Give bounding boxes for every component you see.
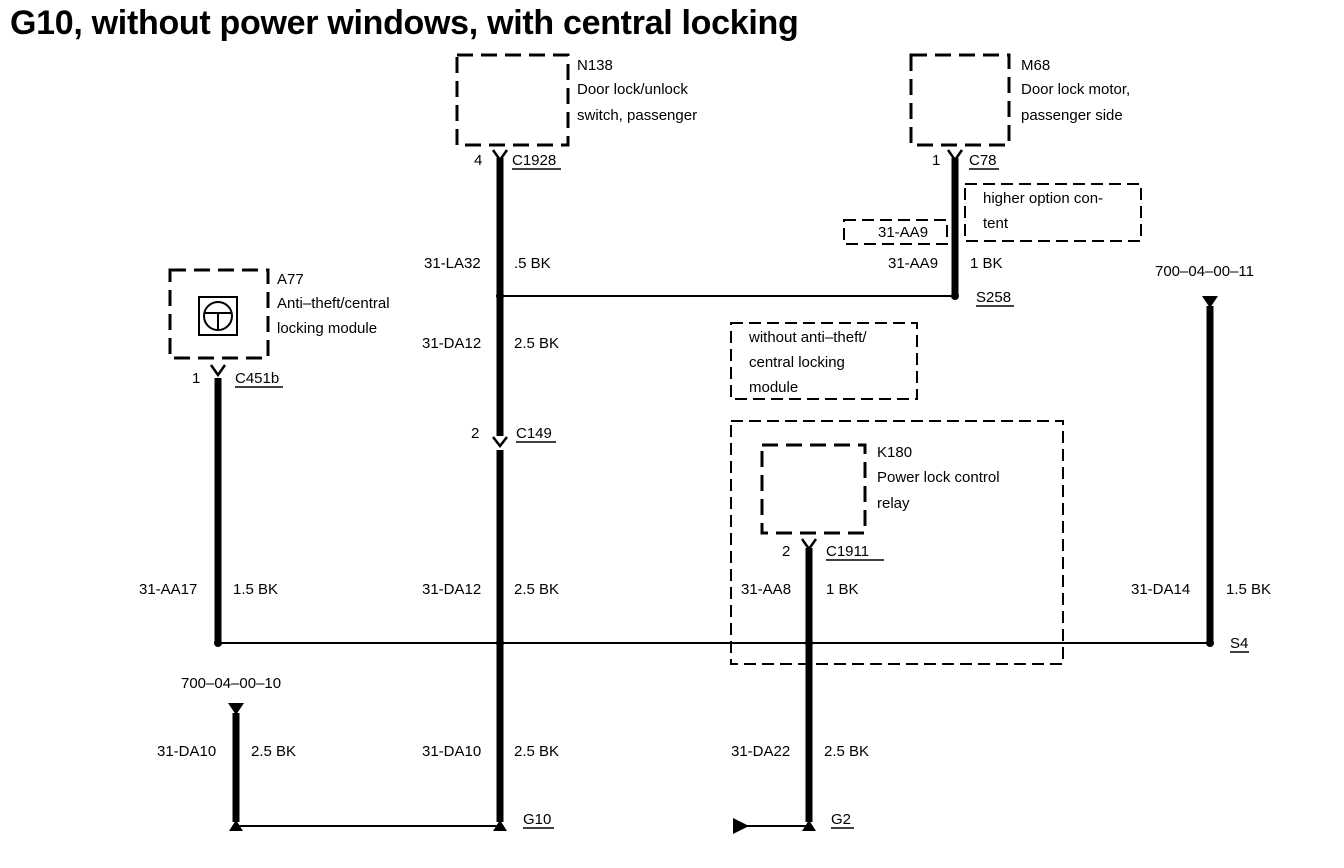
without-module-note-box [730,322,918,400]
wire-label-la32-circuit: 31-LA32 [424,255,481,272]
splice-dot [496,292,504,300]
n138-id: N138 [577,57,613,74]
k180-option-box [730,420,1064,665]
m68-id: M68 [1021,57,1050,74]
m68-component-box [909,53,1011,147]
wire-label-aa9-spec: 1 BK [970,255,1003,272]
ground-terminal-icon [493,820,507,831]
ref-arrow-down-icon [228,703,244,715]
wire-label-da22-circuit: 31-DA22 [731,743,790,760]
wire-label-da10-mid-spec: 2.5 BK [514,743,559,760]
ref-top-right: 700–04–00–11 [1155,263,1254,280]
wire-label-aa9-circuit: 31-AA9 [888,255,938,272]
splice-dot [214,639,222,647]
splice-dot [1206,639,1214,647]
wire-label-da14-spec: 1.5 BK [1226,581,1271,598]
wire-label-la32-spec: .5 BK [514,255,551,272]
wire-label-da14-circuit: 31-DA14 [1131,581,1190,598]
c1928-connector-label: C1928 [512,152,556,169]
ground-terminal-icon [229,820,243,831]
wire-label-da10-left-circuit: 31-DA10 [157,743,216,760]
splice-dot [496,639,504,647]
c78-connector-label: C78 [969,152,997,169]
c451b-connector-label: C451b [235,370,279,387]
wire-label-da12-lower-circuit: 31-DA12 [422,581,481,598]
splice-dot [805,639,813,647]
c1911-connector-label: C1911 [826,543,869,560]
higher-option-note-2: tent [983,215,1009,232]
ref-bottom-left: 700–04–00–10 [181,675,281,692]
a77-desc-2: locking module [277,320,377,337]
n138-desc-2: switch, passenger [577,107,697,124]
a77-component-box [168,268,270,360]
s258-label: S258 [976,289,1011,306]
c149-connector-icon [492,436,508,449]
higher-option-note-1: higher option con- [983,190,1103,207]
k180-desc-1: Power lock control [877,469,1000,486]
wire-label-da10-left-spec: 2.5 BK [251,743,296,760]
c149-pin: 2 [471,425,479,442]
wire-label-aa8-circuit: 31-AA8 [741,581,791,598]
c1911-pin-arrow-icon [800,538,818,552]
m68-pin: 1 [932,152,940,169]
ground-arrow-icon [733,818,749,834]
without-module-note-1: without anti–theft/ [748,329,867,346]
splice-dot [951,292,959,300]
without-module-note-2: central locking [749,354,845,371]
aa9-option-box [843,219,948,245]
g2-label: G2 [831,811,851,828]
m68-desc-2: passenger side [1021,107,1123,124]
n138-desc-1: Door lock/unlock [577,81,688,98]
k180-pin: 2 [782,543,790,560]
k180-desc-2: relay [877,495,910,512]
n138-component-box [455,53,570,147]
a77-pin: 1 [192,370,200,387]
diagram-title: G10, without power windows, with central… [10,4,799,42]
wire-label-da12-upper-spec: 2.5 BK [514,335,559,352]
wire-label-aa17-circuit: 31-AA17 [139,581,197,598]
wire-label-aa8-spec: 1 BK [826,581,859,598]
wire-label-aa17-spec: 1.5 BK [233,581,278,598]
wire-label-da12-lower-spec: 2.5 BK [514,581,559,598]
m68-desc-1: Door lock motor, [1021,81,1130,98]
higher-option-note-box [964,183,1142,242]
n138-pin: 4 [474,152,482,169]
s4-label: S4 [1230,635,1248,652]
a77-module-symbol-box [198,296,238,336]
ref-arrow-down-icon [1202,296,1218,308]
wire-label-da22-spec: 2.5 BK [824,743,869,760]
k180-id: K180 [877,444,912,461]
wire-label-da12-upper-circuit: 31-DA12 [422,335,481,352]
k180-component-box [760,443,867,535]
a77-id: A77 [277,271,304,288]
aa9-option-label: 31-AA9 [878,224,928,241]
wire-label-da10-mid-circuit: 31-DA10 [422,743,481,760]
without-module-note-3: module [749,379,798,396]
c451b-pin-arrow-icon [209,364,227,378]
g10-label: G10 [523,811,551,828]
steering-wheel-icon [203,301,233,331]
ground-terminal-icon [802,820,816,831]
c149-connector-label: C149 [516,425,552,442]
a77-desc-1: Anti–theft/central [277,295,390,312]
